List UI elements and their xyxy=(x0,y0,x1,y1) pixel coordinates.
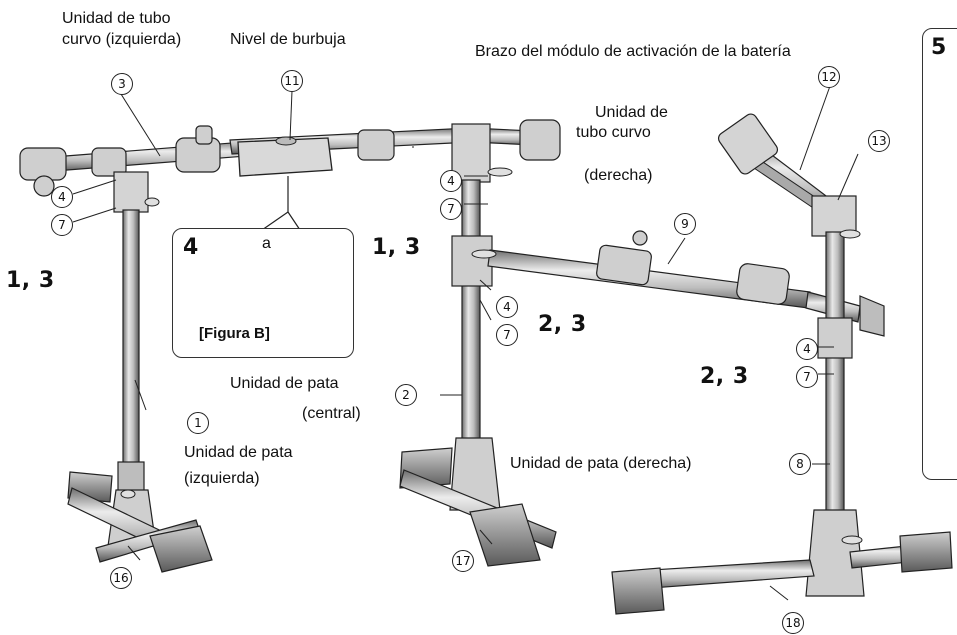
callout-7-right: 7 xyxy=(796,366,818,388)
callout-3: 3 xyxy=(111,73,133,95)
inset-marker-a: a xyxy=(262,235,271,252)
callout-8: 8 xyxy=(789,453,811,475)
bubble-level-block xyxy=(237,136,333,231)
label-leg-center-line2: (central) xyxy=(302,405,361,422)
step-5-panel: 5 xyxy=(922,28,957,480)
label-leg-right: Unidad de pata (derecha) xyxy=(510,455,692,472)
label-leg-center-line1: Unidad de pata xyxy=(230,375,339,392)
callout-12: 12 xyxy=(818,66,840,88)
label-leg-left-line1: Unidad de pata xyxy=(184,444,293,461)
figure-b-inset: 4 a [Figura B] xyxy=(172,228,354,358)
right-curved-tube xyxy=(487,230,861,323)
callout-17: 17 xyxy=(452,550,474,572)
label-module-arm: Brazo del módulo de activación de la bat… xyxy=(475,43,791,60)
label-tube-right-line1: Unidad de xyxy=(595,104,668,121)
callout-7-left: 7 xyxy=(51,214,73,236)
wing-bolts xyxy=(120,167,863,545)
callout-13: 13 xyxy=(868,130,890,152)
inset-step-number: 4 xyxy=(183,235,199,260)
figure-b-caption: [Figura B] xyxy=(199,325,270,342)
center-leg-pole xyxy=(449,123,501,511)
label-tube-right-line2: tubo curvo xyxy=(576,124,651,141)
label-tube-right-line3: (derecha) xyxy=(584,167,653,184)
callout-9: 9 xyxy=(674,213,696,235)
panel-step-number: 5 xyxy=(931,35,947,60)
label-leg-left-line2: (izquierda) xyxy=(184,470,260,487)
label-tube-left-line1: Unidad de tubo xyxy=(62,10,171,27)
callout-7-center: 7 xyxy=(440,198,462,220)
callout-16: 16 xyxy=(110,567,132,589)
callout-4-mid: 4 xyxy=(496,296,518,318)
callout-2: 2 xyxy=(395,384,417,406)
leader-lines xyxy=(72,85,859,601)
module-arm xyxy=(717,113,857,237)
callout-4-right: 4 xyxy=(796,338,818,360)
callout-18: 18 xyxy=(782,612,804,634)
step-marker-mid: 2, 3 xyxy=(538,312,587,337)
step-marker-left: 1, 3 xyxy=(6,268,55,293)
callout-1: 1 xyxy=(187,412,209,434)
left-leg-pole xyxy=(107,171,157,547)
callout-11: 11 xyxy=(281,70,303,92)
right-base xyxy=(611,531,953,615)
top-clamps xyxy=(19,119,561,197)
left-base xyxy=(67,471,213,573)
center-base xyxy=(399,447,557,567)
label-bubble-level: Nivel de burbuja xyxy=(230,31,346,48)
step-marker-center: 1, 3 xyxy=(372,235,421,260)
callout-4-center: 4 xyxy=(440,170,462,192)
callout-7-mid: 7 xyxy=(496,324,518,346)
step-marker-right: 2, 3 xyxy=(700,364,749,389)
callout-4-left: 4 xyxy=(51,186,73,208)
label-tube-left-line2: curvo (izquierda) xyxy=(62,31,182,48)
